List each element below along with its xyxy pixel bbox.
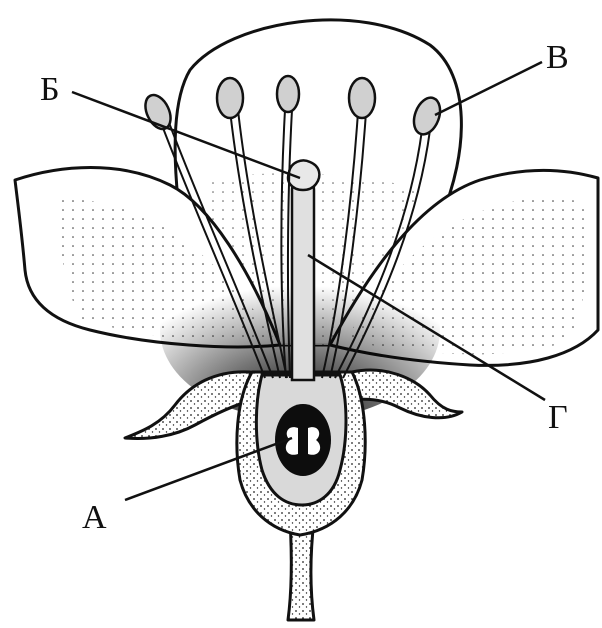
anther-4 <box>349 78 375 118</box>
label-b: Б <box>40 71 60 108</box>
label-v: В <box>546 39 569 76</box>
label-g: Г <box>548 399 568 436</box>
anther-3 <box>277 76 299 112</box>
pistil-style <box>292 178 314 380</box>
anther-2 <box>217 78 243 118</box>
label-a: А <box>82 499 107 536</box>
sepal-right <box>352 370 462 418</box>
